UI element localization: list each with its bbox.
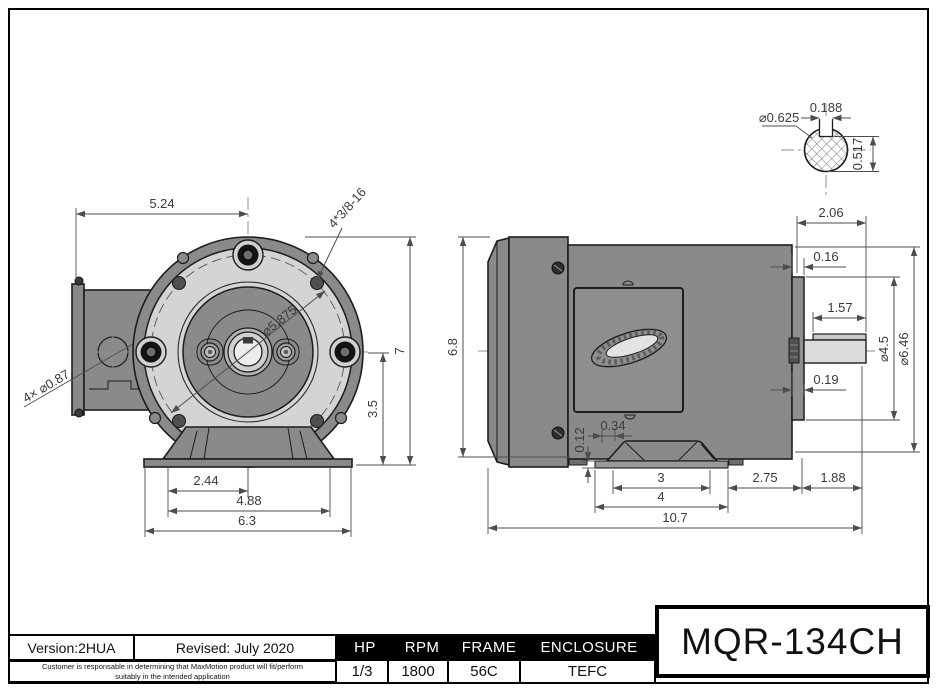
keyway-slot	[818, 119, 834, 138]
dim-shaft-dia: ⌀0.625	[759, 110, 813, 139]
front-height-value: 7	[392, 347, 407, 354]
spec-value-rpm: 1800	[387, 659, 449, 684]
side-height-value: 6.8	[445, 338, 460, 356]
motor-body-side	[567, 244, 793, 460]
dim-base-width: 6.3	[144, 468, 352, 537]
shaft-length-value: 1.88	[820, 470, 845, 485]
spec-header-enclosure: ENCLOSURE	[540, 639, 638, 656]
key-length-value: 1.57	[827, 300, 852, 315]
shaft-height-value: 3.5	[365, 400, 380, 418]
flange-dia-value: ⌀6.46	[896, 332, 911, 365]
dim-foot-edge: 0.34	[588, 418, 632, 443]
foot-to-flange-value: 2.75	[752, 470, 777, 485]
side-foot	[594, 440, 729, 469]
foot-length-value: 4	[657, 489, 664, 504]
disclaimer-line2: suitably in the intended application	[115, 671, 230, 681]
shaft-section-view: 0.188 ⌀0.625 0.517	[759, 100, 879, 197]
version-cell: Version:2HUA	[8, 634, 135, 661]
shaft-side	[803, 333, 867, 364]
fan-cowl	[487, 236, 569, 468]
revised-text: Revised: July 2020	[175, 639, 295, 656]
base-width-value: 6.3	[238, 513, 256, 528]
spec-header-hp: HP	[354, 639, 376, 656]
drawing-border-frame	[8, 8, 929, 684]
foot-bolt-span-value: 3	[657, 470, 664, 485]
dim-foot-half: 2.44	[167, 468, 249, 517]
dim-foot-length: 4	[594, 470, 729, 513]
disclaimer-cell: Customer is responsable in determining t…	[8, 659, 337, 684]
version-text: Version:2HUA	[27, 639, 116, 656]
shaft-slinger	[788, 337, 800, 364]
dim-key-length: 1.57	[812, 300, 866, 332]
front-width-value: 5.24	[149, 196, 174, 211]
dim-shaft-length: 1.88	[802, 366, 863, 534]
pilot-dia-value: ⌀4.5	[876, 336, 891, 362]
dim-key-width: 0.188	[801, 100, 851, 122]
spec-value-frame: 56C	[447, 659, 521, 684]
foot-plate	[594, 460, 729, 469]
foot-half-value: 2.44	[193, 473, 218, 488]
dim-key-depth: 0.517	[828, 136, 879, 172]
flange-shaft-end-value: 2.06	[818, 205, 843, 220]
dim-foot-span: 4.88	[168, 468, 331, 517]
spec-value-hp: 1/3	[335, 659, 389, 684]
mount-holes	[172, 276, 324, 428]
dim-foot-bolt-span: 3	[612, 470, 711, 494]
key-width-value: 0.188	[810, 100, 843, 115]
key-depth-value: 0.517	[850, 138, 865, 171]
front-view: ⌀5.875 4*3/8-16 4× ⌀0.87 5.24 7	[20, 184, 416, 537]
disclaimer-line1: Customer is responsable in determining t…	[42, 662, 303, 672]
dim-shaft-height: 3.5	[365, 352, 389, 465]
spec-header-frame: FRAME	[461, 639, 517, 656]
model-number-text: MQR-134CH	[681, 620, 904, 662]
foot-plate-thk-value: 0.12	[572, 427, 587, 452]
lip-bottom-value: 0.19	[813, 372, 838, 387]
spec-value-enclosure: TEFC	[519, 659, 656, 684]
spec-header-rpm: RPM	[404, 639, 440, 656]
nameplate-logo	[590, 328, 668, 368]
lip-top-value: 0.16	[813, 249, 838, 264]
foot-span-value: 4.88	[236, 493, 261, 508]
spec-header-band: HP RPM FRAME ENCLOSURE	[335, 634, 656, 661]
dim-pilot-dia: ⌀4.5	[806, 276, 900, 421]
dim-flange-dia: ⌀6.46	[795, 246, 920, 453]
dim-front-height: 7	[305, 236, 416, 466]
side-view: 6.8 2.06 0.16 1.57 ⌀4.5	[445, 205, 920, 534]
shaft-dia-value: ⌀0.625	[759, 110, 799, 125]
dim-lip-top: 0.16	[770, 249, 846, 275]
dim-overall-length: 10.7	[487, 468, 862, 534]
dim-flange-to-shaft-end: 2.06	[796, 205, 867, 332]
dim-lip-bottom: 0.19	[770, 372, 846, 396]
model-number-box: MQR-134CH	[655, 605, 930, 678]
dim-side-height: 6.8	[445, 236, 570, 458]
overall-length-value: 10.7	[662, 510, 687, 525]
dim-front-width: 5.24	[75, 196, 249, 280]
dim-foot-plate-thk: 0.12	[572, 427, 596, 483]
revised-cell: Revised: July 2020	[133, 634, 337, 661]
foot-edge-value: 0.34	[600, 418, 625, 433]
front-base	[143, 426, 353, 468]
